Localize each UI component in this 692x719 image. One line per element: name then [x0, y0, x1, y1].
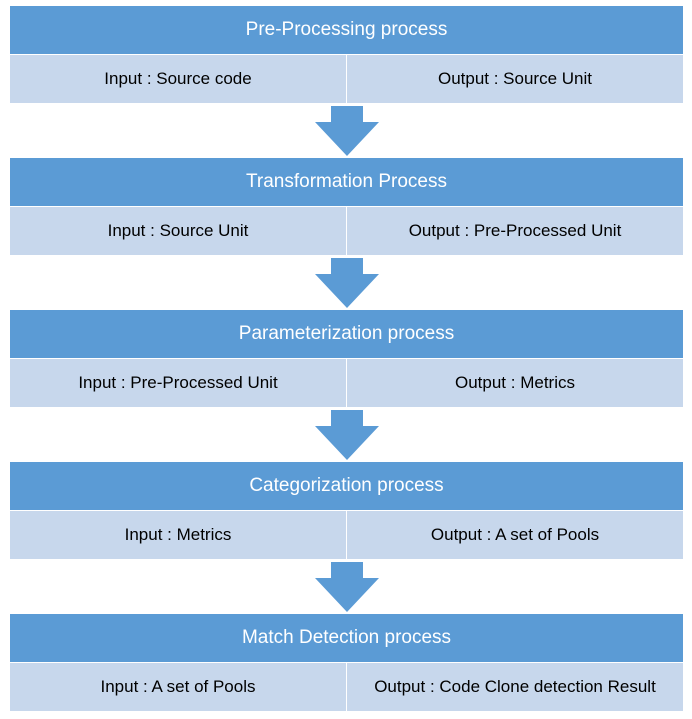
process-flow-diagram: Pre-Processing process Input : Source co… — [9, 5, 684, 712]
step-io-row: Input : A set of Pools Output : Code Clo… — [10, 663, 683, 711]
step-title: Parameterization process — [10, 310, 683, 359]
step-input: Input : Source Unit — [10, 207, 347, 255]
down-arrow-icon — [315, 410, 379, 460]
step-output: Output : Code Clone detection Result — [374, 677, 656, 696]
step-io-row: Input : Metrics Output : A set of Pools — [10, 511, 683, 559]
step-pre-processing: Pre-Processing process Input : Source co… — [9, 5, 684, 104]
step-output: Output : Source Unit — [437, 69, 593, 88]
step-io-row: Input : Source code Output : Source Unit — [10, 55, 683, 103]
step-title: Match Detection process — [10, 614, 683, 663]
step-parameterization: Parameterization process Input : Pre-Pro… — [9, 309, 684, 408]
step-title: Categorization process — [10, 462, 683, 511]
step-input: Input : A set of Pools — [10, 663, 347, 711]
step-output: Output : Metrics — [455, 373, 575, 392]
step-title: Pre-Processing process — [10, 6, 683, 55]
step-transformation: Transformation Process Input : Source Un… — [9, 157, 684, 256]
step-input: Input : Pre-Processed Unit — [10, 359, 347, 407]
step-title: Transformation Process — [10, 158, 683, 207]
step-categorization: Categorization process Input : Metrics O… — [9, 461, 684, 560]
down-arrow-icon — [315, 106, 379, 156]
step-input: Input : Source code — [10, 55, 347, 103]
step-io-row: Input : Pre-Processed Unit Output : Metr… — [10, 359, 683, 407]
step-io-row: Input : Source Unit Output : Pre-Process… — [10, 207, 683, 255]
step-match-detection: Match Detection process Input : A set of… — [9, 613, 684, 712]
down-arrow-icon — [315, 562, 379, 612]
step-output: Output : Pre-Processed Unit — [408, 221, 622, 240]
down-arrow-icon — [315, 258, 379, 308]
step-output: Output : A set of Pools — [430, 525, 600, 544]
step-input: Input : Metrics — [10, 511, 347, 559]
